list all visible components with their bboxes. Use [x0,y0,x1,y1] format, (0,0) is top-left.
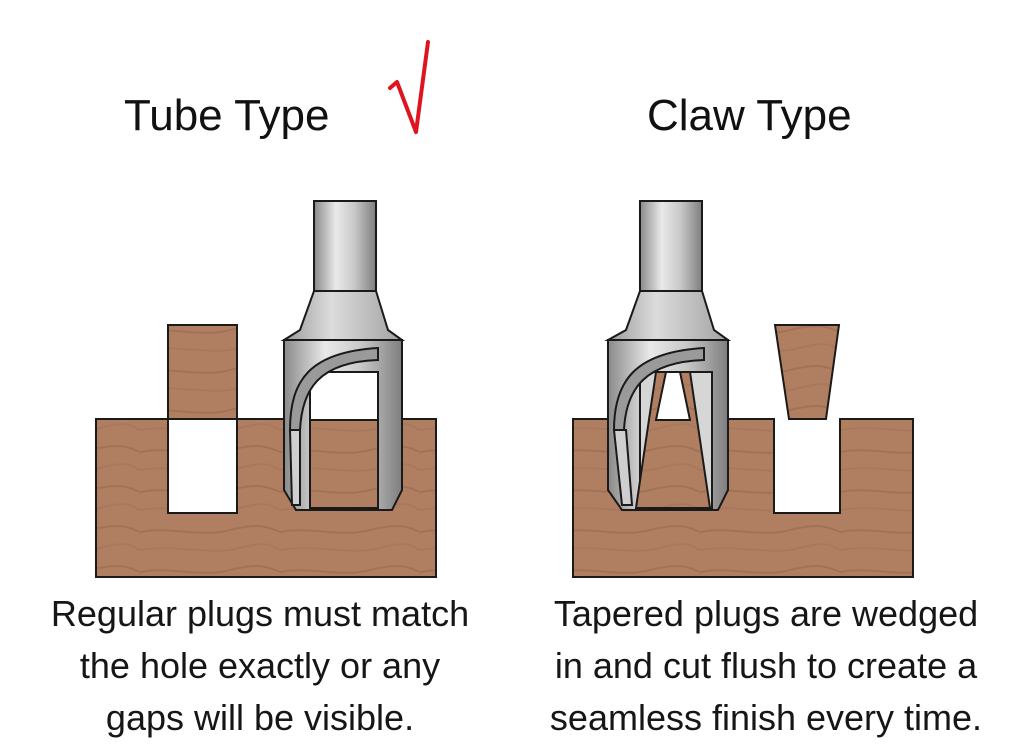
claw-type-caption: Tapered plugs are wedged in and cut flus… [549,593,983,738]
tube-type-title: Tube Type [124,91,330,140]
checkmark-icon [388,40,430,134]
claw-type-plug-cutter [604,200,732,511]
claw-type-tapered-plug [773,324,841,420]
claw-type-title: Claw Type [647,91,852,140]
tube-type-plug [167,324,238,420]
tube-type-plug-cutter [280,200,406,511]
tube-type-caption: Regular plugs must match the hole exactl… [50,593,470,738]
